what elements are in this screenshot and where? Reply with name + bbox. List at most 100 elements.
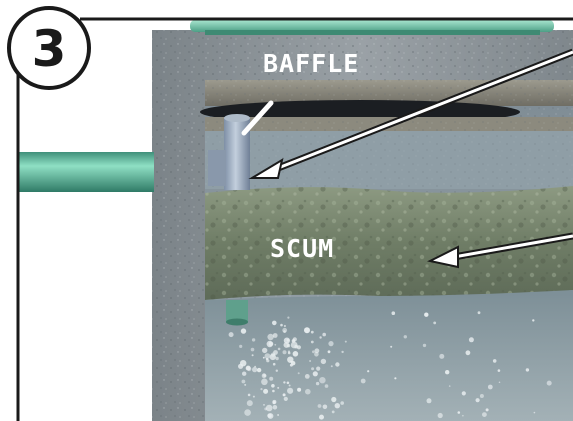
bubble: [240, 360, 246, 366]
tank-lid: [190, 20, 554, 35]
bubble: [265, 353, 271, 359]
bubble: [260, 388, 262, 390]
bubble: [298, 372, 300, 374]
bubble: [272, 401, 275, 404]
bubble: [269, 377, 273, 381]
bubble: [274, 344, 276, 346]
step-number: 3: [32, 20, 67, 78]
bubble: [311, 367, 314, 370]
bubble: [534, 412, 536, 414]
bubble: [313, 371, 318, 376]
bubble: [345, 341, 347, 343]
bubble: [261, 379, 268, 386]
bubble: [498, 369, 501, 372]
bubble: [305, 389, 311, 395]
bubble: [287, 317, 289, 319]
bubble: [331, 397, 336, 402]
bubble: [328, 350, 331, 353]
bubble: [280, 324, 283, 327]
bubble: [322, 333, 326, 337]
bubble: [480, 394, 484, 398]
bubble: [433, 322, 436, 325]
bubble: [277, 387, 279, 389]
bubble: [251, 348, 255, 352]
bubble: [239, 345, 242, 348]
bubble: [253, 396, 255, 398]
bubble: [287, 382, 290, 385]
bubble: [316, 382, 319, 385]
bubble: [247, 367, 251, 371]
bubble: [392, 311, 396, 315]
bubble: [445, 370, 449, 374]
bubble: [284, 325, 286, 327]
bubble: [526, 368, 529, 371]
bubble: [241, 328, 246, 333]
bubble: [499, 382, 501, 384]
bubble: [340, 401, 344, 405]
bubble: [242, 380, 246, 384]
bubble: [284, 342, 290, 348]
bubble: [321, 359, 326, 364]
bubble: [267, 341, 273, 347]
bubble: [318, 404, 322, 408]
bubble: [244, 384, 246, 386]
bubble: [309, 360, 311, 362]
bubble: [486, 408, 489, 411]
bubble: [283, 350, 287, 354]
bubble: [297, 388, 301, 392]
bubble: [424, 313, 428, 317]
bubble: [272, 321, 277, 326]
baffle-label: BAFFLE: [263, 49, 359, 78]
bubble: [335, 362, 339, 366]
bubble: [488, 385, 493, 390]
bubble: [273, 333, 278, 338]
bubble: [273, 405, 278, 410]
bubble: [305, 374, 310, 379]
bubble: [268, 413, 274, 419]
bubble: [252, 338, 255, 341]
bubble: [312, 350, 315, 353]
inlet-pipe: [18, 152, 154, 192]
bubble: [229, 332, 234, 337]
bubble: [325, 384, 329, 388]
bubble: [273, 363, 276, 366]
bubble: [283, 330, 286, 333]
bubble: [390, 346, 392, 348]
bubble: [271, 384, 275, 388]
bubble: [439, 354, 444, 359]
bubble: [311, 331, 314, 334]
bubble: [316, 367, 320, 371]
bubble: [547, 381, 552, 386]
bubble: [438, 413, 443, 418]
bubble: [291, 342, 298, 349]
bubble: [482, 412, 487, 417]
step-badge: 3: [9, 8, 89, 88]
bubble: [283, 393, 286, 396]
bubble: [266, 405, 273, 412]
bubble: [304, 327, 310, 333]
scum-label: SCUM: [270, 234, 334, 263]
bubble: [264, 374, 267, 377]
bubble: [297, 345, 301, 349]
bubble: [449, 385, 451, 387]
bubble: [335, 403, 340, 408]
bubble: [277, 414, 279, 416]
liquid-zone: [205, 290, 573, 421]
bubble: [293, 351, 299, 357]
bubble: [276, 370, 278, 372]
bubble: [311, 341, 314, 344]
bubble: [341, 351, 343, 353]
bubble: [532, 319, 534, 321]
bubble: [252, 367, 257, 372]
bubble: [247, 400, 253, 406]
bubble: [278, 348, 281, 351]
bubble: [314, 352, 319, 357]
bubble: [263, 389, 268, 394]
bubble: [458, 411, 461, 414]
bubble: [266, 359, 269, 362]
bubble: [257, 368, 261, 372]
bubble: [331, 365, 333, 367]
bubble: [267, 334, 273, 340]
bubble: [284, 397, 288, 401]
